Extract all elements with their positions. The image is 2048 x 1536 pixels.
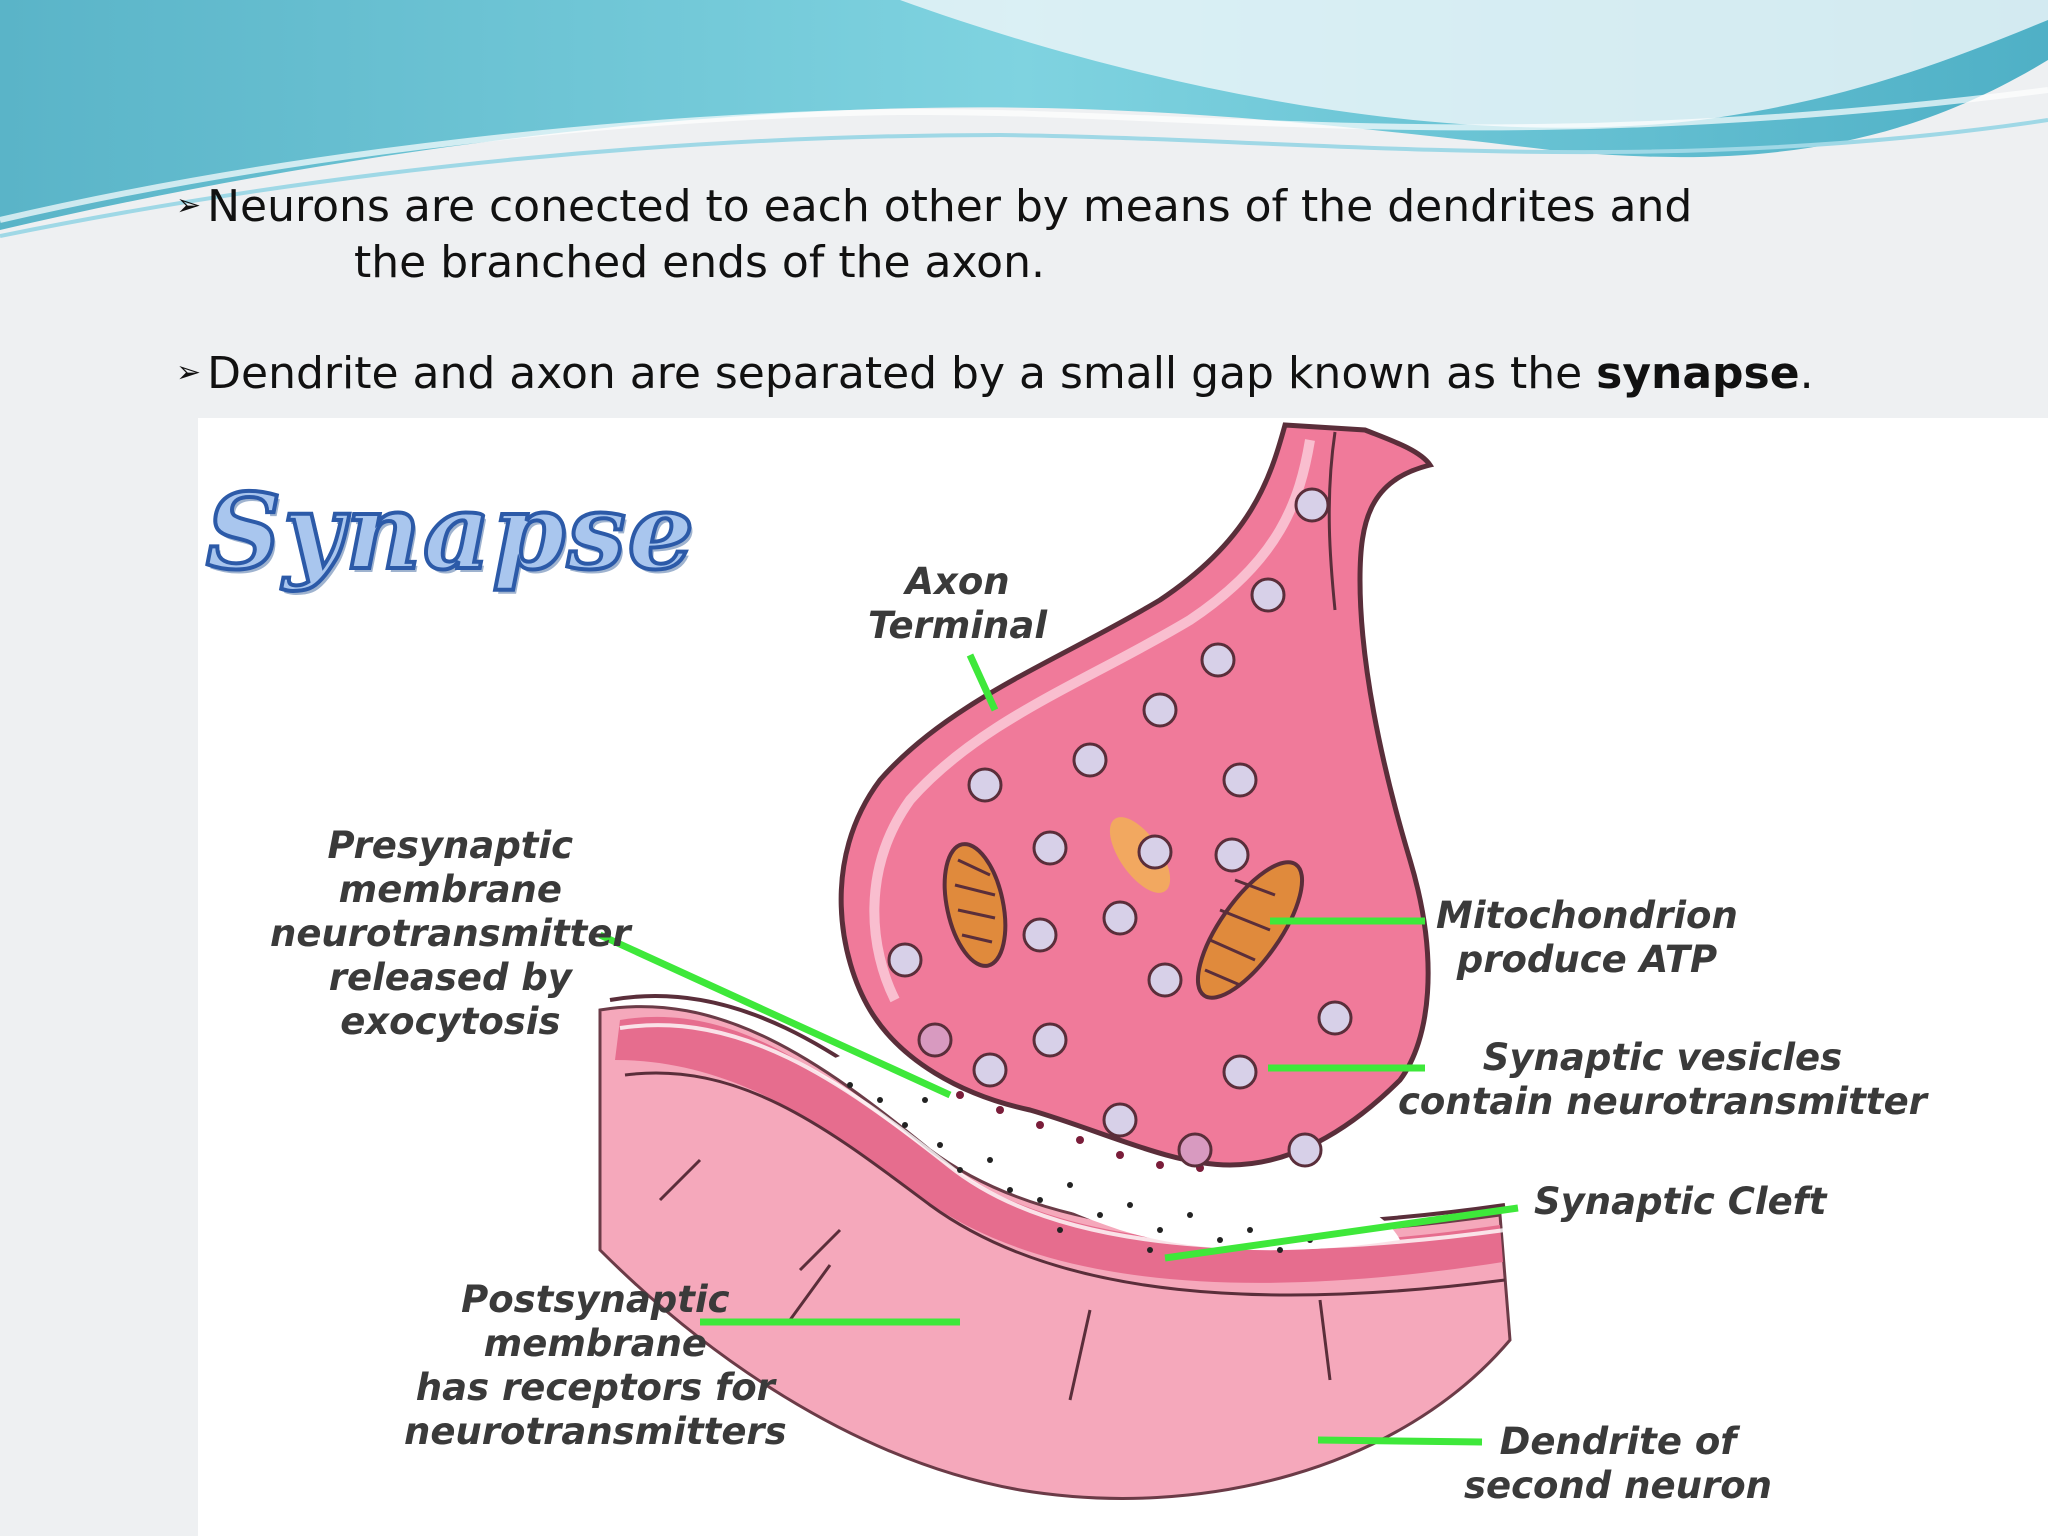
bullet-text-line2: the branched ends of the axon. bbox=[354, 237, 1045, 288]
label-synaptic-vesicles: Synaptic vesicles contain neurotransmitt… bbox=[1398, 1036, 1927, 1124]
label-line: second neuron bbox=[1464, 1464, 1772, 1507]
bullet-text-after: . bbox=[1799, 348, 1814, 399]
label-line: Dendrite of bbox=[1499, 1420, 1737, 1463]
leader-lines bbox=[598, 653, 1519, 1446]
bullet-text-before: Dendrite and axon are separated by a sma… bbox=[207, 348, 1597, 399]
label-line: released by bbox=[328, 956, 572, 999]
label-presynaptic-membrane: Presynaptic membrane neurotransmitter re… bbox=[270, 824, 631, 1044]
label-line: produce ATP bbox=[1456, 938, 1718, 981]
bullet-list: ➢Neurons are conected to each other by m… bbox=[176, 178, 1936, 402]
label-axon-terminal: Axon Terminal bbox=[868, 560, 1047, 648]
label-dendrite-second-neuron: Dendrite of second neuron bbox=[1464, 1420, 1772, 1508]
mitochondrion-shape bbox=[942, 817, 1305, 1000]
bullet-item-neurons: ➢Neurons are conected to each other by m… bbox=[176, 178, 1936, 291]
label-line: Presynaptic bbox=[327, 824, 574, 867]
label-line: neurotransmitters bbox=[404, 1410, 787, 1453]
label-line: exocytosis bbox=[340, 1000, 561, 1043]
bullet-bold-term: synapse bbox=[1596, 348, 1800, 399]
bullet-text-line1: Neurons are conected to each other by me… bbox=[207, 181, 1693, 232]
label-line: Mitochondrion bbox=[1436, 894, 1738, 937]
axon-terminal-shape bbox=[838, 422, 1435, 1172]
bullet-item-synapse: ➢Dendrite and axon are separated by a sm… bbox=[176, 345, 1936, 402]
label-line: Axon bbox=[905, 560, 1010, 603]
label-line: membrane bbox=[338, 868, 562, 911]
arrow-bullet-icon: ➢ bbox=[176, 355, 202, 390]
header-wave-decoration bbox=[0, 0, 2048, 238]
label-line: has receptors for bbox=[415, 1366, 775, 1409]
arrow-bullet-icon: ➢ bbox=[176, 188, 202, 223]
label-line: Synaptic Cleft bbox=[1534, 1180, 1827, 1223]
label-line: Terminal bbox=[868, 604, 1048, 647]
label-mitochondrion: Mitochondrion produce ATP bbox=[1436, 894, 1738, 982]
label-postsynaptic-membrane: Postsynaptic membrane has receptors for … bbox=[404, 1278, 787, 1454]
label-line: contain neurotransmitter bbox=[1398, 1080, 1927, 1123]
label-line: membrane bbox=[483, 1322, 708, 1365]
synaptic-vesicles bbox=[887, 487, 1353, 1168]
synapse-title-art: Synapse bbox=[204, 468, 696, 595]
label-line: Postsynaptic bbox=[461, 1278, 730, 1321]
label-line: Synaptic vesicles bbox=[1482, 1036, 1843, 1079]
label-synaptic-cleft: Synaptic Cleft bbox=[1534, 1180, 1826, 1224]
label-line: neurotransmitter bbox=[270, 912, 631, 955]
